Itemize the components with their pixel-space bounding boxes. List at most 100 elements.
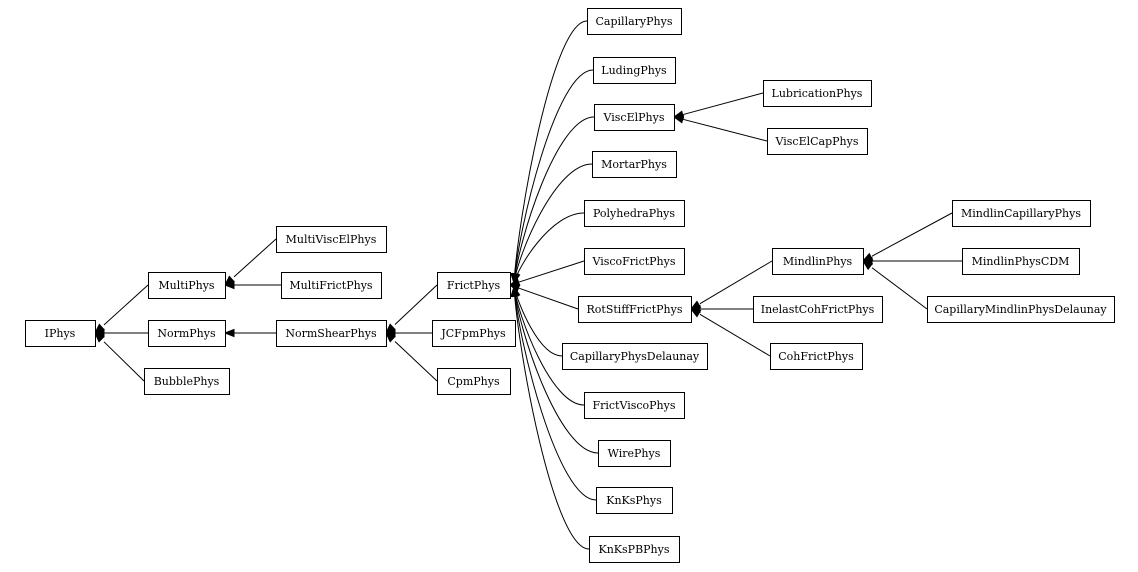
node-label: LudingPhys [601,64,667,77]
edge-line [103,341,145,382]
edge-line [513,69,594,284]
node-box[interactable] [772,248,864,275]
node-box[interactable] [592,151,677,178]
node-box[interactable] [25,320,96,347]
edge-multi-phys-to-i-phys [93,284,149,334]
node-label: MortarPhys [601,158,667,171]
node-frict-visco-phys[interactable]: FrictViscoPhys [584,392,685,419]
node-mindlin-capillary-phys[interactable]: MindlinCapillaryPhys [952,200,1091,227]
node-box[interactable] [927,296,1115,323]
edge-line [682,92,764,116]
node-capillary-mindlin-phys-delaunay[interactable]: CapillaryMindlinPhysDelaunay [927,296,1115,323]
node-i-phys[interactable]: IPhys [25,320,96,347]
node-polyhedra-phys[interactable]: PolyhedraPhys [584,200,685,227]
node-box[interactable] [952,200,1091,227]
node-rot-stiff-frict-phys[interactable]: RotStiffFrictPhys [578,296,692,323]
edge-line [103,284,149,326]
node-box[interactable] [763,80,872,107]
node-box[interactable] [587,8,682,35]
node-inelast-coh-frict-phys[interactable]: InelastCohFrictPhys [753,296,883,323]
node-label: PolyhedraPhys [593,207,675,220]
arrowhead [672,115,685,124]
node-label: JCFpmPhys [440,327,506,340]
edge-bubble-phys-to-i-phys [94,332,145,382]
node-capillary-phys-delaunay[interactable]: CapillaryPhysDelaunay [562,343,708,370]
node-multi-frict-phys[interactable]: MultiFrictPhys [281,272,382,299]
arrowhead [223,328,235,338]
node-box[interactable] [596,487,673,514]
node-visc-el-cap-phys[interactable]: ViscElCapPhys [767,128,868,155]
node-mindlin-phys-cdm[interactable]: MindlinPhysCDM [962,248,1080,275]
node-box[interactable] [962,248,1080,275]
node-box[interactable] [432,320,516,347]
node-box[interactable] [276,226,387,253]
node-visco-frict-phys[interactable]: ViscoFrictPhys [584,248,685,275]
node-kn-ks-phys[interactable]: KnKsPhys [596,487,673,514]
node-coh-frict-phys[interactable]: CohFrictPhys [770,343,863,370]
edge-line [233,238,277,278]
node-multi-phys[interactable]: MultiPhys [148,272,226,299]
edge-line [513,286,597,501]
node-label: CapillaryMindlinPhysDelaunay [934,303,1107,316]
node-box[interactable] [437,272,511,299]
node-label: RotStiffFrictPhys [587,303,683,316]
edge-frict-phys-to-norm-shear-phys [384,284,438,334]
node-box[interactable] [148,320,226,347]
node-box[interactable] [148,272,226,299]
node-box[interactable] [593,57,676,84]
node-luding-phys[interactable]: LudingPhys [593,57,676,84]
edge-line [871,267,928,310]
node-box[interactable] [578,296,692,323]
node-label: ViscElCapPhys [775,135,859,148]
node-label: CapillaryPhys [596,15,673,28]
node-wire-phys[interactable]: WirePhys [598,440,671,467]
node-box[interactable] [144,368,230,395]
edge-mindlin-phys-cdm-to-mindlin-phys [861,256,962,266]
node-norm-shear-phys[interactable]: NormShearPhys [276,320,387,347]
edge-multi-frict-phys-to-multi-phys [223,280,281,290]
node-box[interactable] [584,392,685,419]
node-box[interactable] [281,272,382,299]
edge-line [513,116,595,284]
node-box[interactable] [598,440,671,467]
node-capillary-phys[interactable]: CapillaryPhys [587,8,682,35]
edge-line [513,20,588,284]
node-label: MindlinPhysCDM [972,255,1070,268]
node-label: ViscElPhys [603,111,665,124]
node-label: BubblePhys [154,375,220,388]
node-label: MindlinPhys [783,255,853,268]
node-norm-phys[interactable]: NormPhys [148,320,226,347]
node-box[interactable] [770,343,863,370]
node-mortar-phys[interactable]: MortarPhys [592,151,677,178]
node-jc-fpm-phys[interactable]: JCFpmPhys [432,320,516,347]
node-label: CpmPhys [447,375,500,388]
arrowhead [861,260,874,271]
node-multi-visc-el-phys[interactable]: MultiViscElPhys [276,226,387,253]
node-cpm-phys[interactable]: CpmPhys [437,368,511,395]
edge-line [513,286,585,406]
node-label: ViscoFrictPhys [591,255,675,268]
node-box[interactable] [753,296,883,323]
edge-capillary-phys-delaunay-to-frict-phys [512,285,563,357]
node-box[interactable] [437,368,511,395]
node-box[interactable] [594,104,675,131]
node-bubble-phys[interactable]: BubblePhys [144,368,230,395]
edge-cpm-phys-to-norm-shear-phys [384,332,438,382]
node-lubrication-phys[interactable]: LubricationPhys [763,80,872,107]
node-frict-phys[interactable]: FrictPhys [437,272,511,299]
node-box[interactable] [276,320,387,347]
node-box[interactable] [584,248,685,275]
edge-line [699,313,771,357]
node-mindlin-phys[interactable]: MindlinPhys [772,248,864,275]
node-box[interactable] [767,128,868,155]
node-label: CapillaryPhysDelaunay [570,350,700,363]
node-label: IPhys [45,327,76,340]
node-box[interactable] [589,536,680,563]
node-kn-ks-pb-phys[interactable]: KnKsPBPhys [589,536,680,563]
node-label: NormPhys [157,327,216,340]
node-box[interactable] [584,200,685,227]
node-label: FrictViscoPhys [592,399,675,412]
node-box[interactable] [562,343,708,370]
node-visc-el-phys[interactable]: ViscElPhys [594,104,675,131]
